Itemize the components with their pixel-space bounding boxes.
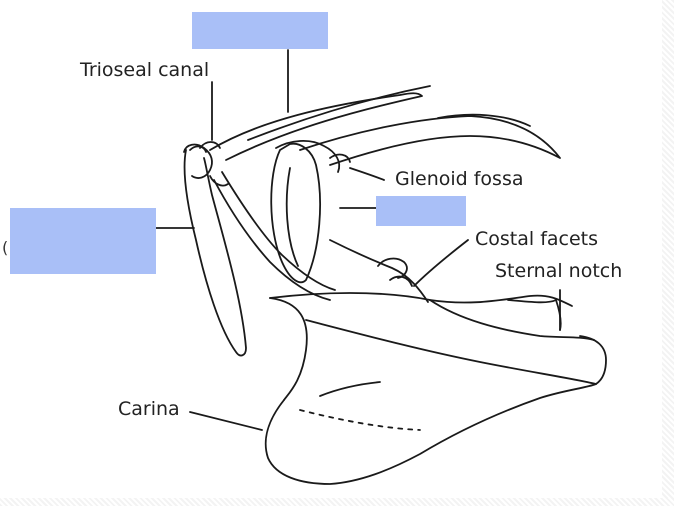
scapula [209,92,423,161]
sternum-body [269,297,308,401]
label-glenoid-fossa: Glenoid fossa [395,168,524,190]
frame-right-edge [662,0,674,506]
scapula-blade-lower [299,115,561,166]
label-mask-top [192,12,328,49]
label-trioseal-canal: Trioseal canal [80,59,210,81]
leader-carina [189,411,263,431]
label-costal-facets: Costal facets [475,228,599,250]
coracoid-loop [270,142,321,284]
label-carina: Carina [118,398,180,420]
sternum-plate [269,292,573,307]
label-mask-middle [376,196,466,226]
left-paren-fragment: ( [2,238,9,257]
leader-costal [413,239,469,287]
frame-bottom-edge [0,498,674,506]
label-mask-left [10,208,156,274]
coracoid [213,179,331,301]
leader-glenoid [349,167,385,181]
label-sternal-notch: Sternal notch [495,260,623,282]
